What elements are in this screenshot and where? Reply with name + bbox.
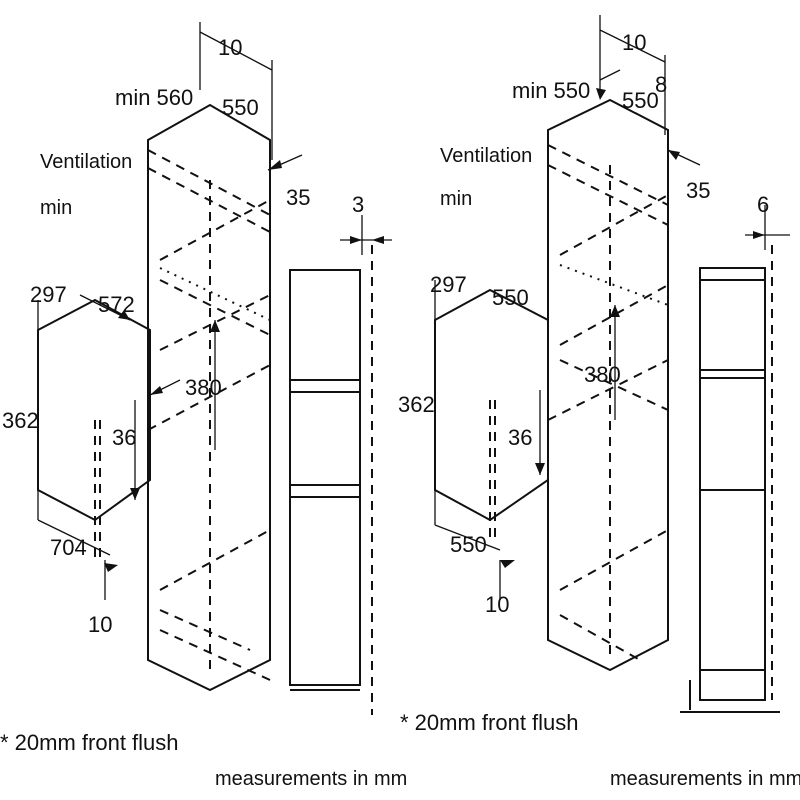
right-footnote: * 20mm front flush bbox=[400, 710, 579, 735]
right-ventilation-min-label: min bbox=[440, 188, 472, 210]
right-inner-depth-label: 36 bbox=[508, 425, 532, 450]
right-side-gap-label: 6 bbox=[757, 192, 769, 217]
left-inner-depth-label: 36 bbox=[112, 425, 136, 450]
left-side-gap-label: 3 bbox=[352, 192, 364, 217]
left-niche-depth-label: 297 bbox=[30, 282, 67, 307]
left-bottom-width-label: 704 bbox=[50, 535, 87, 560]
right-ventilation-gap-label: 35 bbox=[686, 178, 710, 203]
right-niche-height-label: 380 bbox=[584, 362, 621, 387]
right-cabinet-outline bbox=[547, 98, 669, 672]
left-footnote: * 20mm front flush bbox=[0, 730, 179, 755]
right-side-panel bbox=[699, 267, 766, 701]
left-ventilation-min-label: min bbox=[40, 197, 72, 219]
right-cabinet bbox=[434, 15, 790, 713]
left-cabinet-outline bbox=[147, 103, 271, 692]
right-top-depth-label: 10 bbox=[622, 30, 646, 55]
left-cabinet bbox=[37, 22, 392, 715]
right-niche-outline bbox=[434, 288, 549, 522]
left-ventilation-label: Ventilation bbox=[40, 151, 132, 173]
left-ventilation-gap-label: 35 bbox=[286, 185, 310, 210]
right-body-height-label: 362 bbox=[398, 392, 435, 417]
left-top-width-label: 550 bbox=[222, 95, 259, 120]
left-niche-width-label: 572 bbox=[98, 292, 135, 317]
right-top-offset-label: 8 bbox=[655, 72, 667, 97]
right-bottom-width-label: 550 bbox=[450, 532, 487, 557]
right-ventilation-label: Ventilation bbox=[440, 145, 532, 167]
left-side-panel bbox=[289, 269, 361, 686]
left-niche-height-label: 380 bbox=[185, 375, 222, 400]
right-bottom-gap-label: 10 bbox=[485, 592, 509, 617]
right-niche-width-label: 550 bbox=[492, 285, 529, 310]
left-top-depth-label: 10 bbox=[218, 35, 242, 60]
right-niche-depth-label: 297 bbox=[430, 272, 467, 297]
right-min-height-label: min 550 bbox=[512, 78, 590, 103]
left-bottom-gap-label: 10 bbox=[88, 612, 112, 637]
left-units-note: measurements in mm bbox=[215, 768, 407, 790]
right-units-note: measurements in mm bbox=[610, 768, 800, 790]
left-body-height-label: 362 bbox=[2, 408, 39, 433]
left-min-height-label: min 560 bbox=[115, 85, 193, 110]
right-top-width-label: 550 bbox=[622, 88, 659, 113]
